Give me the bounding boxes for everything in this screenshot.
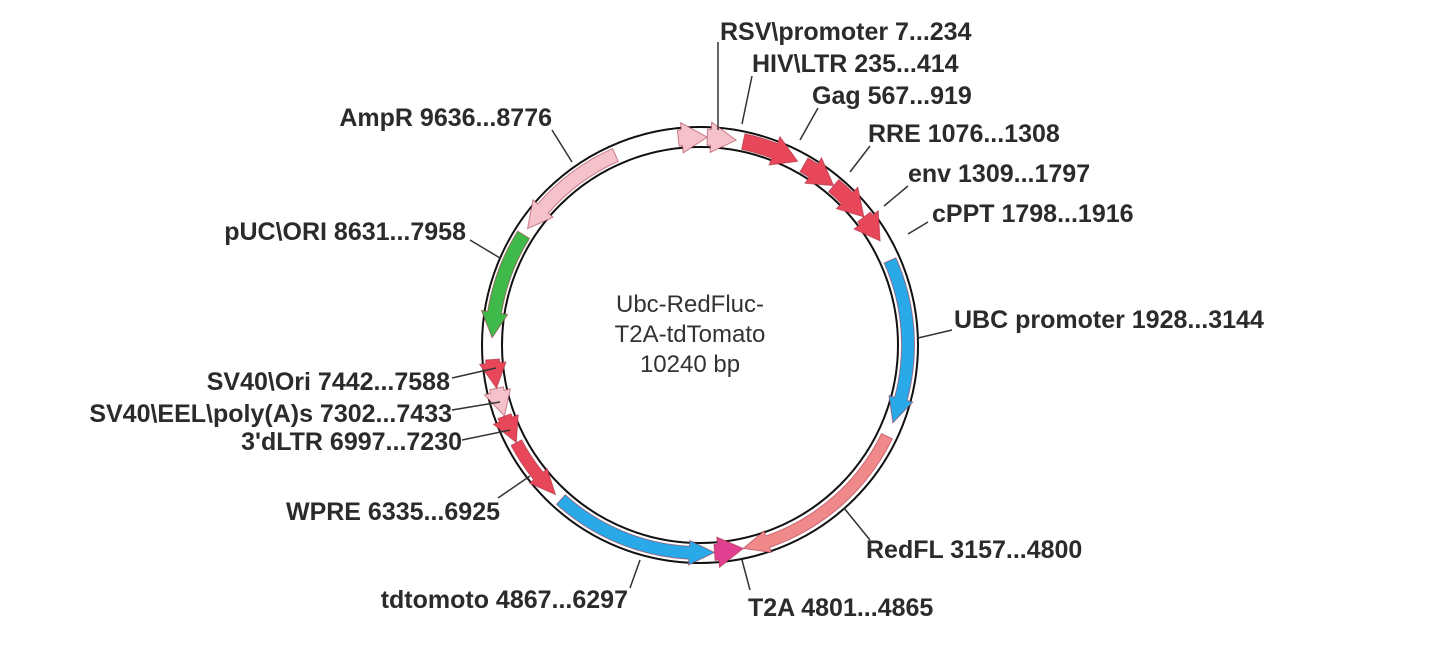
- arrow-ampr: [526, 147, 619, 230]
- arrow-tdtomoto: [555, 494, 716, 566]
- backbone-outer-circle: [481, 126, 919, 564]
- arrow-redfl: [742, 432, 894, 554]
- leader-ubc-promoter: [917, 329, 953, 339]
- arrow-3dltr: [492, 413, 519, 444]
- arrow-rre: [799, 156, 835, 187]
- label-sv40-eel-polya: SV40\EEL\poly(A)s 7302...7433: [89, 400, 452, 428]
- arrow-gag: [740, 133, 799, 166]
- label-sv40-ori: SV40\Ori 7442...7588: [207, 368, 450, 396]
- feature-labels: RSV\promoter 7...234 HIV\LTR 235...414 G…: [89, 18, 1264, 622]
- arrow-sv40-ori: [478, 358, 507, 390]
- arrow-hiv-ltr: [706, 121, 738, 154]
- leader-ampr: [551, 129, 573, 163]
- leader-gag: [799, 107, 819, 141]
- label-wpre: WPRE 6335...6925: [286, 498, 500, 526]
- leader-rre: [849, 145, 871, 173]
- label-ubc-promoter: UBC promoter 1928...3144: [954, 306, 1264, 334]
- leader-lines: [451, 42, 953, 591]
- plasmid-size: 10240 bp: [640, 351, 740, 378]
- arrow-cppt: [853, 209, 881, 242]
- label-gag: Gag 567...919: [812, 82, 972, 110]
- leader-env: [883, 185, 909, 207]
- leader-t2a: [741, 559, 751, 591]
- arrow-wpre: [510, 439, 557, 496]
- label-tdtomoto: tdtomoto 4867...6297: [381, 586, 628, 614]
- label-redfl: RedFL 3157...4800: [866, 536, 1082, 564]
- label-t2a: T2A 4801...4865: [748, 594, 933, 622]
- label-ampr: AmpR 9636...8776: [339, 104, 552, 132]
- arrow-sv40-eel-polya: [483, 386, 511, 418]
- leader-cppt: [907, 221, 929, 235]
- arrow-puc-ori: [480, 230, 531, 339]
- leader-tdtomoto: [629, 559, 641, 589]
- arrow-env: [827, 178, 865, 218]
- feature-arrows: [478, 121, 915, 569]
- plasmid-center-label: Ubc-RedFluc- T2A-tdTomato 10240 bp: [615, 291, 766, 378]
- leader-hiv-ltr: [741, 75, 753, 125]
- arrow-ubc-promoter: [883, 257, 915, 425]
- arrow-t2a: [713, 536, 745, 569]
- label-rre: RRE 1076...1308: [868, 120, 1060, 148]
- leader-redfl: [843, 507, 871, 541]
- label-cppt: cPPT 1798...1916: [932, 200, 1134, 228]
- leader-3dltr: [461, 429, 511, 441]
- label-3dltr: 3'dLTR 6997...7230: [241, 428, 462, 456]
- label-rsv-promoter: RSV\promoter 7...234: [720, 18, 972, 46]
- leader-sv40-ori: [451, 367, 497, 379]
- plasmid-name-line2: T2A-tdTomato: [615, 321, 766, 348]
- label-puc-ori: pUC\ORI 8631...7958: [224, 218, 466, 246]
- leader-wpre: [497, 475, 531, 499]
- leader-sv40-eel-polya: [451, 401, 501, 411]
- leader-puc-ori: [469, 239, 501, 259]
- label-hiv-ltr: HIV\LTR 235...414: [752, 50, 959, 78]
- plasmid-name-line1: Ubc-RedFluc-: [616, 291, 764, 318]
- arrow-rsv-promoter: [676, 121, 709, 154]
- label-env: env 1309...1797: [908, 160, 1090, 188]
- backbone-inner-circle: [501, 146, 899, 544]
